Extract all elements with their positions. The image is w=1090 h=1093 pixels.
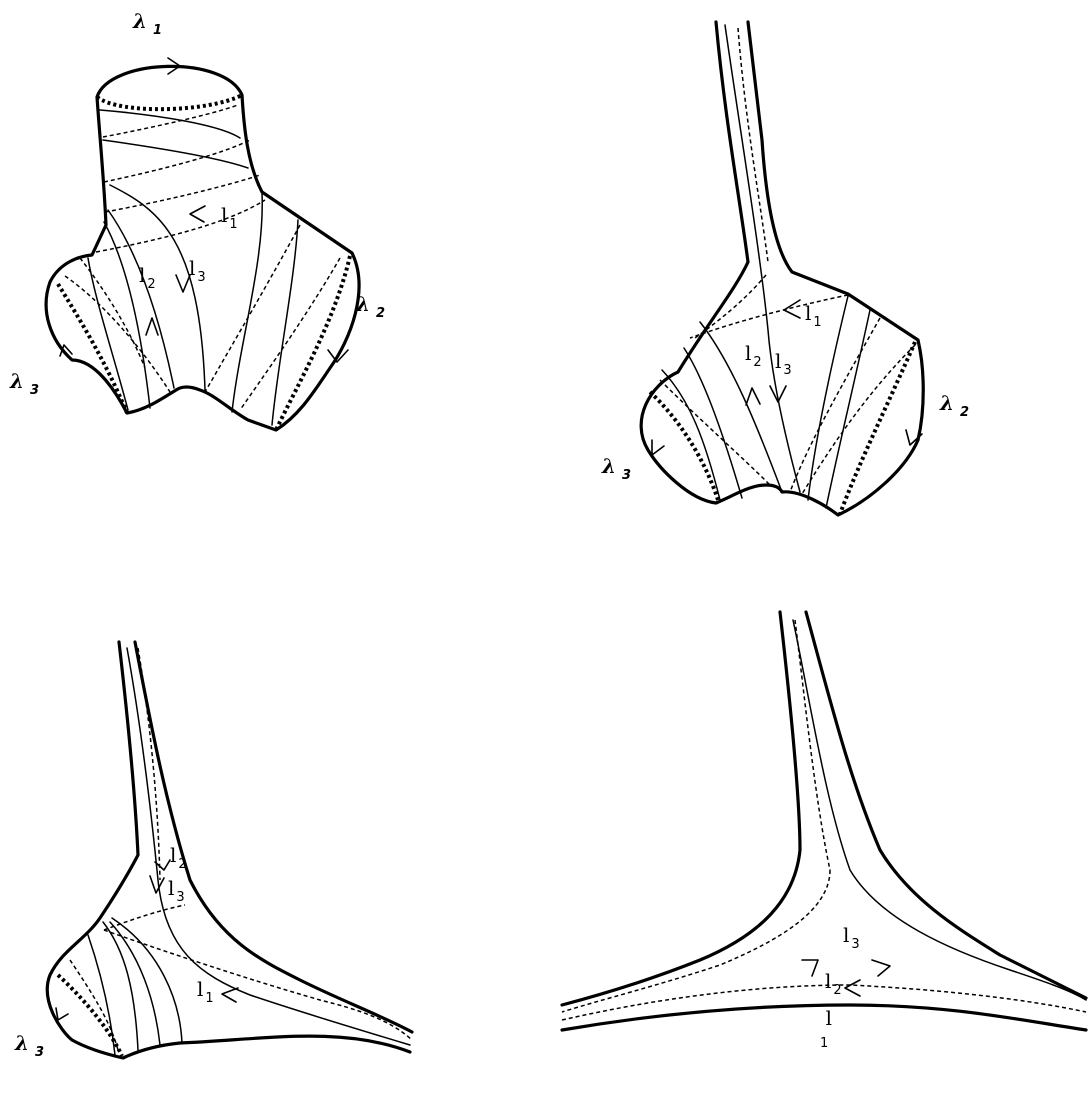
p4-label-l2: l2 bbox=[825, 969, 842, 998]
p2-left-dashed-rim bbox=[650, 392, 718, 500]
p1-line bbox=[88, 258, 128, 410]
p4-arrow-l2 bbox=[802, 960, 818, 976]
p3-line bbox=[103, 922, 138, 1050]
p2-label-l1: l1 bbox=[805, 301, 822, 330]
p3-dash bbox=[104, 905, 185, 930]
p4-outline-left bbox=[562, 612, 800, 1005]
p3-outline bbox=[47, 642, 410, 1058]
p4-arrow-l3 bbox=[872, 960, 890, 976]
p1-label-l1: l1 bbox=[221, 203, 238, 232]
p2-label-l2: l2 bbox=[745, 341, 762, 370]
p2-dash bbox=[660, 380, 770, 485]
p4-dash bbox=[562, 870, 830, 1012]
p3-dash bbox=[70, 960, 118, 1050]
p3-outline-right bbox=[135, 642, 412, 1032]
p3-label-l2: l2 bbox=[170, 843, 187, 872]
p3-label-lambda3: λ3 bbox=[14, 1031, 44, 1060]
p4-outline-bottom bbox=[562, 1005, 1086, 1030]
p2-outline bbox=[641, 22, 923, 515]
p3-label-l1: l1 bbox=[197, 977, 214, 1006]
p1-outline bbox=[46, 66, 359, 430]
p2-line bbox=[826, 310, 870, 508]
p1-label-lambda1: λ1 bbox=[132, 9, 162, 38]
p2-label-l3: l3 bbox=[775, 349, 792, 378]
p4-arrow-l1 bbox=[845, 980, 860, 996]
p3-dash bbox=[104, 930, 412, 1040]
p3-line bbox=[110, 922, 160, 1045]
p4-dash bbox=[562, 985, 1086, 1020]
p1-label-l2: l2 bbox=[139, 263, 156, 292]
p3-arrow-l3 bbox=[150, 876, 164, 893]
p1-dash bbox=[103, 105, 238, 137]
p1-arrow-l1 bbox=[190, 206, 205, 222]
panel-4: l3 l2 l1 bbox=[562, 612, 1086, 1051]
p1-arrow-l2 bbox=[146, 318, 158, 335]
p1-dash bbox=[205, 225, 300, 392]
p1-label-l3: l3 bbox=[189, 256, 206, 285]
p1-dash bbox=[96, 200, 265, 252]
p1-label-lambda2: λ2 bbox=[355, 292, 385, 321]
panel-1: λ1 λ2 λ3 l1 l2 l3 bbox=[9, 9, 385, 430]
p1-dash bbox=[105, 175, 260, 212]
p3-line bbox=[88, 935, 115, 1055]
p4-line bbox=[793, 620, 1086, 1000]
p1-label-lambda3: λ3 bbox=[9, 369, 39, 398]
p1-dash bbox=[104, 140, 250, 182]
p2-line bbox=[725, 25, 800, 492]
p2-arrow-l2 bbox=[746, 388, 760, 405]
p3-arrow-lambda3 bbox=[56, 1008, 68, 1020]
panel-3: l2 l3 l1 λ3 bbox=[14, 642, 412, 1060]
p3-left-dashed-rim bbox=[58, 975, 122, 1056]
p2-arrow-lambda3 bbox=[652, 440, 664, 455]
p3-arrow-l1 bbox=[222, 988, 238, 1002]
p1-line bbox=[100, 110, 240, 138]
p4-label-l1: l1 bbox=[820, 1006, 832, 1051]
p3-label-l3: l3 bbox=[168, 876, 185, 905]
p1-arrow-l3 bbox=[176, 275, 190, 292]
p1-line bbox=[110, 185, 205, 390]
p1-top-dashed-rim bbox=[97, 95, 242, 109]
panel-2: l1 l2 l3 λ2 λ3 bbox=[601, 22, 969, 515]
p1-line bbox=[103, 140, 248, 168]
p2-label-lambda2: λ2 bbox=[939, 391, 969, 420]
p2-arrow-l1 bbox=[784, 300, 800, 318]
p1-line bbox=[108, 210, 174, 388]
p2-label-lambda3: λ3 bbox=[601, 454, 631, 483]
p4-label-l3: l3 bbox=[843, 923, 860, 952]
